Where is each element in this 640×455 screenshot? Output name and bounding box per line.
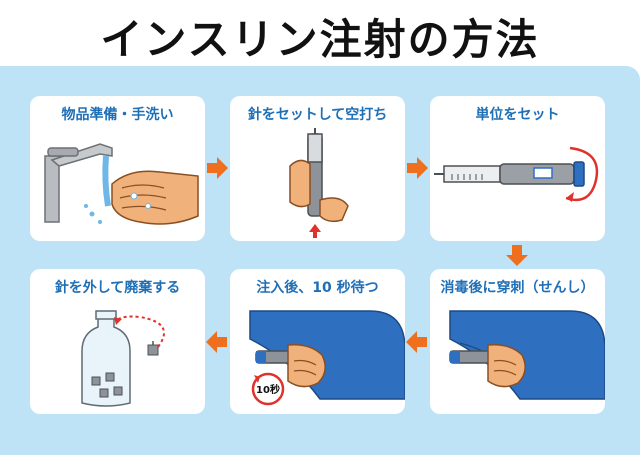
timer-badge-text: 10秒 [256,385,280,396]
step-card-set-dose: 単位をセット [430,96,605,241]
step-card-injection: 消毒後に穿刺（せんし） [430,269,605,414]
arrow-down-icon [506,245,528,266]
step-card-wait-10-seconds: 注入後、10 秒待つ 10秒 [230,269,405,414]
step-label: 単位をセット [475,107,560,123]
step-label: 針をセットして空打ち [247,107,388,123]
faucet-handwash-illustration [44,143,199,225]
step-label: 針を外して廃棄する [54,280,181,296]
arrow-left-icon [406,331,427,353]
step-card-wash-hands: 物品準備・手洗い [30,96,205,241]
arrow-left-icon [206,331,227,353]
pen-upright-illustration [289,128,349,238]
needle-bottle-illustration [81,310,165,407]
page-title: インスリン注射の方法 [100,15,540,64]
step-label: 消毒後に穿刺（せんし） [440,280,595,296]
steps-panel: 物品準備・手洗い 針をセットして空打ち [0,66,640,455]
injection-timer-illustration [249,310,405,406]
pen-dial-illustration [434,146,599,202]
arrow-right-icon [207,157,228,179]
step-label: 注入後、10 秒待つ [256,280,379,296]
belly-injection-illustration [449,310,605,400]
step-card-dispose-needle: 針を外して廃棄する [30,269,205,414]
step-label: 物品準備・手洗い [61,107,174,123]
arrow-right-icon [407,157,428,179]
step-card-air-shot: 針をセットして空打ち [230,96,405,241]
